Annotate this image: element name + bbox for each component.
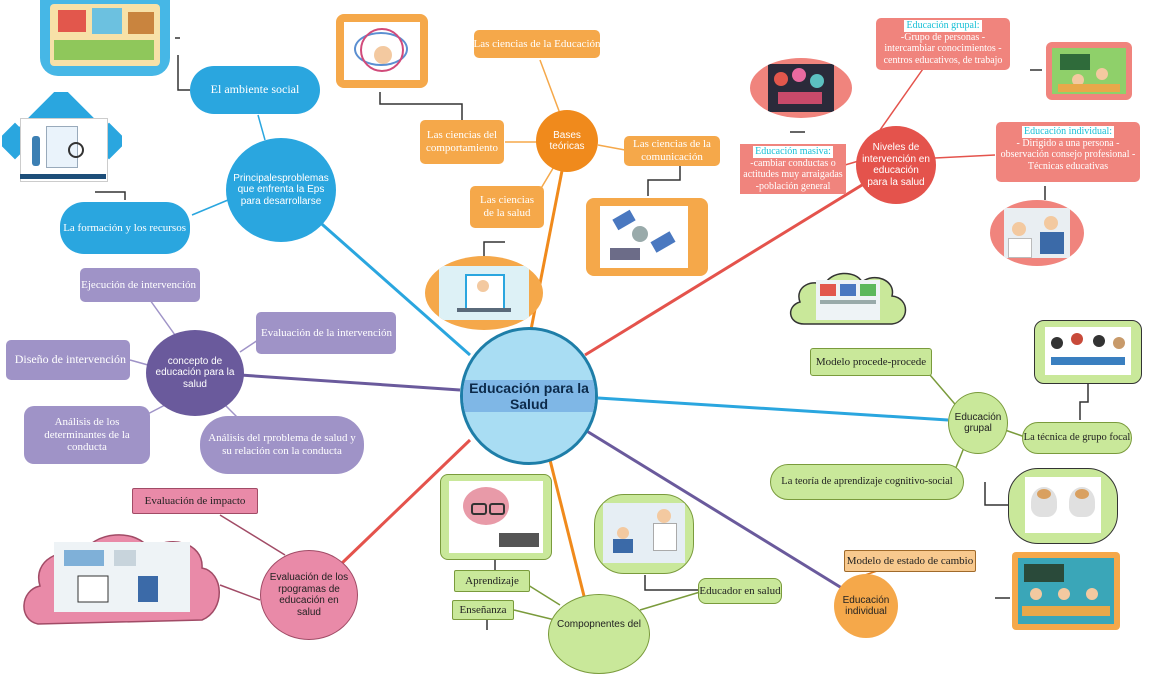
line-bases-comunicacion xyxy=(597,144,626,151)
classroom-image xyxy=(1046,42,1132,100)
line-bases-salud xyxy=(539,164,556,191)
doctor-laptop-image xyxy=(425,256,543,330)
niveles-hub[interactable]: Niveles de intervención en educación par… xyxy=(856,126,936,204)
arrow-salud xyxy=(483,241,505,260)
bases-hub[interactable]: Bases teóricas xyxy=(536,110,598,172)
consultation-image xyxy=(990,200,1084,266)
line-componentes xyxy=(548,459,590,613)
line-evaluacion xyxy=(338,438,472,567)
line-individual xyxy=(584,428,846,592)
componentes-hub[interactable]: Compopnentes del xyxy=(548,594,650,674)
line-niveles xyxy=(584,183,863,357)
arrow-tecnica-img xyxy=(1079,383,1089,420)
line-ambiente xyxy=(257,114,266,141)
evaluacion-programas-hub[interactable]: Evaluación de los rpogramas de educación… xyxy=(260,550,358,640)
concepto-problema[interactable]: Análisis del rproblema de salud y su rel… xyxy=(200,416,364,474)
niveles-individual-text: - Dirigido a una persona -observación co… xyxy=(1000,137,1136,172)
individual-hub[interactable]: Educación individual xyxy=(834,574,898,638)
city-illustration xyxy=(40,0,170,76)
line-aprendizaje xyxy=(527,584,561,606)
bases-comunicacion[interactable]: Las ciencias de la comunicación xyxy=(624,136,720,166)
problemas-formacion[interactable]: La formación y los recursos xyxy=(60,202,190,254)
focus-group-image xyxy=(1034,320,1142,384)
child-drawing-image xyxy=(336,14,428,88)
grupal-modelo[interactable]: Modelo procede-procede xyxy=(810,348,932,376)
line-grupal-desc xyxy=(879,65,926,131)
line-educador xyxy=(639,591,701,611)
brain-image xyxy=(440,474,552,560)
central-topic-label: Educación para la Salud xyxy=(463,379,595,413)
concepto-determinantes[interactable]: Análisis de los determinantes de la cond… xyxy=(24,406,150,464)
connector-lines xyxy=(95,37,1089,630)
health-educator-image xyxy=(594,494,694,574)
concepto-ejecucion[interactable]: Ejecución de intervención xyxy=(80,268,200,302)
bases-comportamiento[interactable]: Las ciencias del comportamiento xyxy=(420,120,504,164)
satellite-image xyxy=(586,198,708,276)
line-concepto xyxy=(239,373,461,392)
crowd-image xyxy=(750,58,852,118)
niveles-masiva-title: Educación masiva: xyxy=(753,146,833,158)
kids-classroom-image xyxy=(1012,552,1120,630)
arrow-comunicacion xyxy=(647,165,681,196)
line-formacion xyxy=(191,199,229,216)
evaluacion-impacto[interactable]: Evaluación de impacto xyxy=(132,488,258,514)
niveles-masiva-text: -cambiar conductas o actitudes muy arrai… xyxy=(743,157,843,192)
arrow-educador-img xyxy=(644,575,700,591)
research-illustration xyxy=(2,92,122,188)
componentes-educador[interactable]: Educador en salud xyxy=(698,578,782,604)
line-impacto xyxy=(219,514,286,556)
line-diseno xyxy=(129,359,149,366)
arrow-formacion xyxy=(95,191,126,200)
line-eval-interv xyxy=(239,339,259,353)
concepto-evaluacion[interactable]: Evaluación de la intervención xyxy=(256,312,396,354)
componentes-ensenanza[interactable]: Enseñanza xyxy=(452,600,514,620)
grupal-tecnica[interactable]: La técnica de grupo focal xyxy=(1022,422,1132,454)
componentes-aprendizaje[interactable]: Aprendizaje xyxy=(454,570,530,592)
line-tecnica xyxy=(1004,429,1026,438)
bases-salud[interactable]: Las ciencias de la salud xyxy=(470,186,544,228)
line-individual-desc xyxy=(934,154,996,159)
arrow-ambiente xyxy=(177,55,190,91)
line-ejecucion xyxy=(149,299,176,336)
niveles-individual-title: Educación individual: xyxy=(1021,126,1115,138)
arrow-teoria-img xyxy=(984,482,1008,506)
niveles-individual-box[interactable]: Educación individual: - Dirigido a una p… xyxy=(996,122,1140,182)
niveles-masiva-box[interactable]: Educación masiva: -cambiar conductas o a… xyxy=(740,144,846,194)
bases-educacion[interactable]: Las ciencias de la Educación xyxy=(474,30,600,58)
line-grupal xyxy=(597,396,949,422)
line-impacto-img xyxy=(219,584,261,601)
line-ensenanza xyxy=(513,609,556,621)
problemas-ambiente[interactable]: El ambiente social xyxy=(190,66,320,114)
line-problemas xyxy=(314,216,471,357)
cognitive-heads-image xyxy=(1008,468,1118,544)
niveles-grupal-box[interactable]: Educación grupal: -Grupo de personas -in… xyxy=(876,18,1010,70)
cloud-board-image xyxy=(790,272,907,325)
impact-cloud-image xyxy=(23,534,220,625)
arrow-comportamiento xyxy=(379,92,463,120)
niveles-grupal-title: Educación grupal: xyxy=(904,20,982,32)
central-topic[interactable]: Educación para la Salud xyxy=(460,327,598,465)
niveles-grupal-text: -Grupo de personas -intercambiar conocim… xyxy=(883,31,1003,66)
grupal-hub[interactable]: Educación grupal xyxy=(948,392,1008,454)
individual-modelo[interactable]: Modelo de estado de cambio xyxy=(844,550,976,572)
grupal-teoria[interactable]: La teoría de aprendizaje cognitivo-socia… xyxy=(770,464,964,500)
problemas-hub[interactable]: Principalesproblemas que enfrenta la Eps… xyxy=(226,138,336,242)
concepto-diseno[interactable]: Diseño de intervención xyxy=(6,340,130,380)
concepto-hub[interactable]: concepto de educación para la salud xyxy=(146,330,244,416)
